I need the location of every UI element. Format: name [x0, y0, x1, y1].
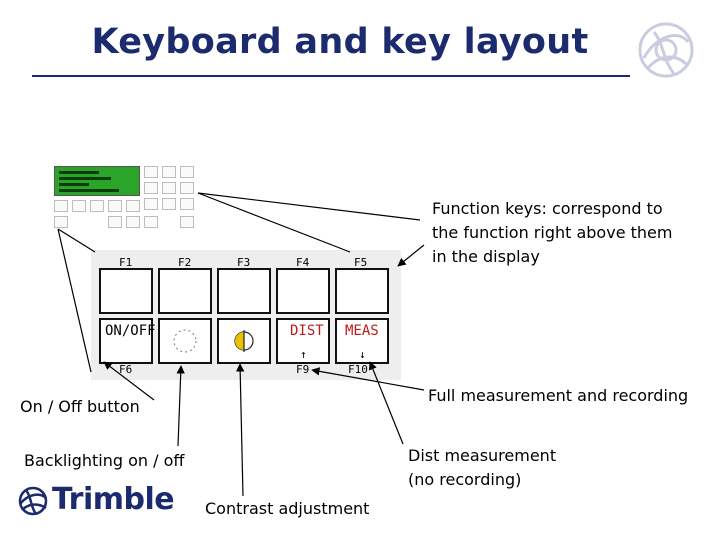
title-underline [32, 75, 630, 77]
on-off-label: On / Off button [20, 397, 140, 416]
on-off-key[interactable]: ON/OFF [99, 318, 156, 364]
backlight-icon [173, 329, 197, 353]
trimble-logo: Trimble [16, 482, 175, 522]
f1-key[interactable] [99, 268, 153, 314]
thumbnail-display [54, 166, 140, 196]
backlight-key[interactable] [158, 318, 212, 364]
dist-key-label: DIST [290, 323, 324, 339]
dist-arrow-up: ↑ [300, 348, 307, 361]
contrast-label: Contrast adjustment [205, 499, 370, 518]
function-keys-label: Function keys: correspond to the functio… [432, 199, 673, 266]
trimble-globe-icon [18, 486, 48, 516]
page-title: Keyboard and key layout [91, 22, 589, 62]
f3-key[interactable] [217, 268, 271, 314]
meas-arrow-down: ↓ [359, 348, 366, 361]
on-off-key-label: ON/OFF [105, 323, 156, 339]
f10-label: F10 [348, 363, 368, 376]
f5-label: F5 [354, 256, 368, 269]
meas-key[interactable]: MEAS ↓ [335, 318, 389, 364]
meas-key-label: MEAS [345, 323, 379, 339]
contrast-icon [234, 330, 254, 352]
keypad-thumbnail [54, 166, 200, 232]
f4-key[interactable] [276, 268, 330, 314]
f4-label: F4 [296, 256, 310, 269]
full-measurement-label: Full measurement and recording [428, 386, 689, 405]
f5-key[interactable] [335, 268, 389, 314]
keypad-panel: F1 F2 F3 F4 F5 ON/OFF DIST ↑ MEAS ↓ F6 F… [91, 250, 401, 380]
trimble-wordmark: Trimble [52, 482, 175, 517]
f9-label: F9 [296, 363, 310, 376]
rose-logo-icon [638, 22, 694, 78]
f2-key[interactable] [158, 268, 212, 314]
dist-key[interactable]: DIST ↑ [276, 318, 330, 364]
contrast-key[interactable] [217, 318, 271, 364]
dist-measurement-label: Dist measurement (no recording) [408, 446, 557, 489]
f2-label: F2 [178, 256, 192, 269]
f3-label: F3 [237, 256, 251, 269]
f1-label: F1 [119, 256, 133, 269]
f6-label: F6 [119, 363, 133, 376]
backlighting-label: Backlighting on / off [24, 451, 185, 470]
